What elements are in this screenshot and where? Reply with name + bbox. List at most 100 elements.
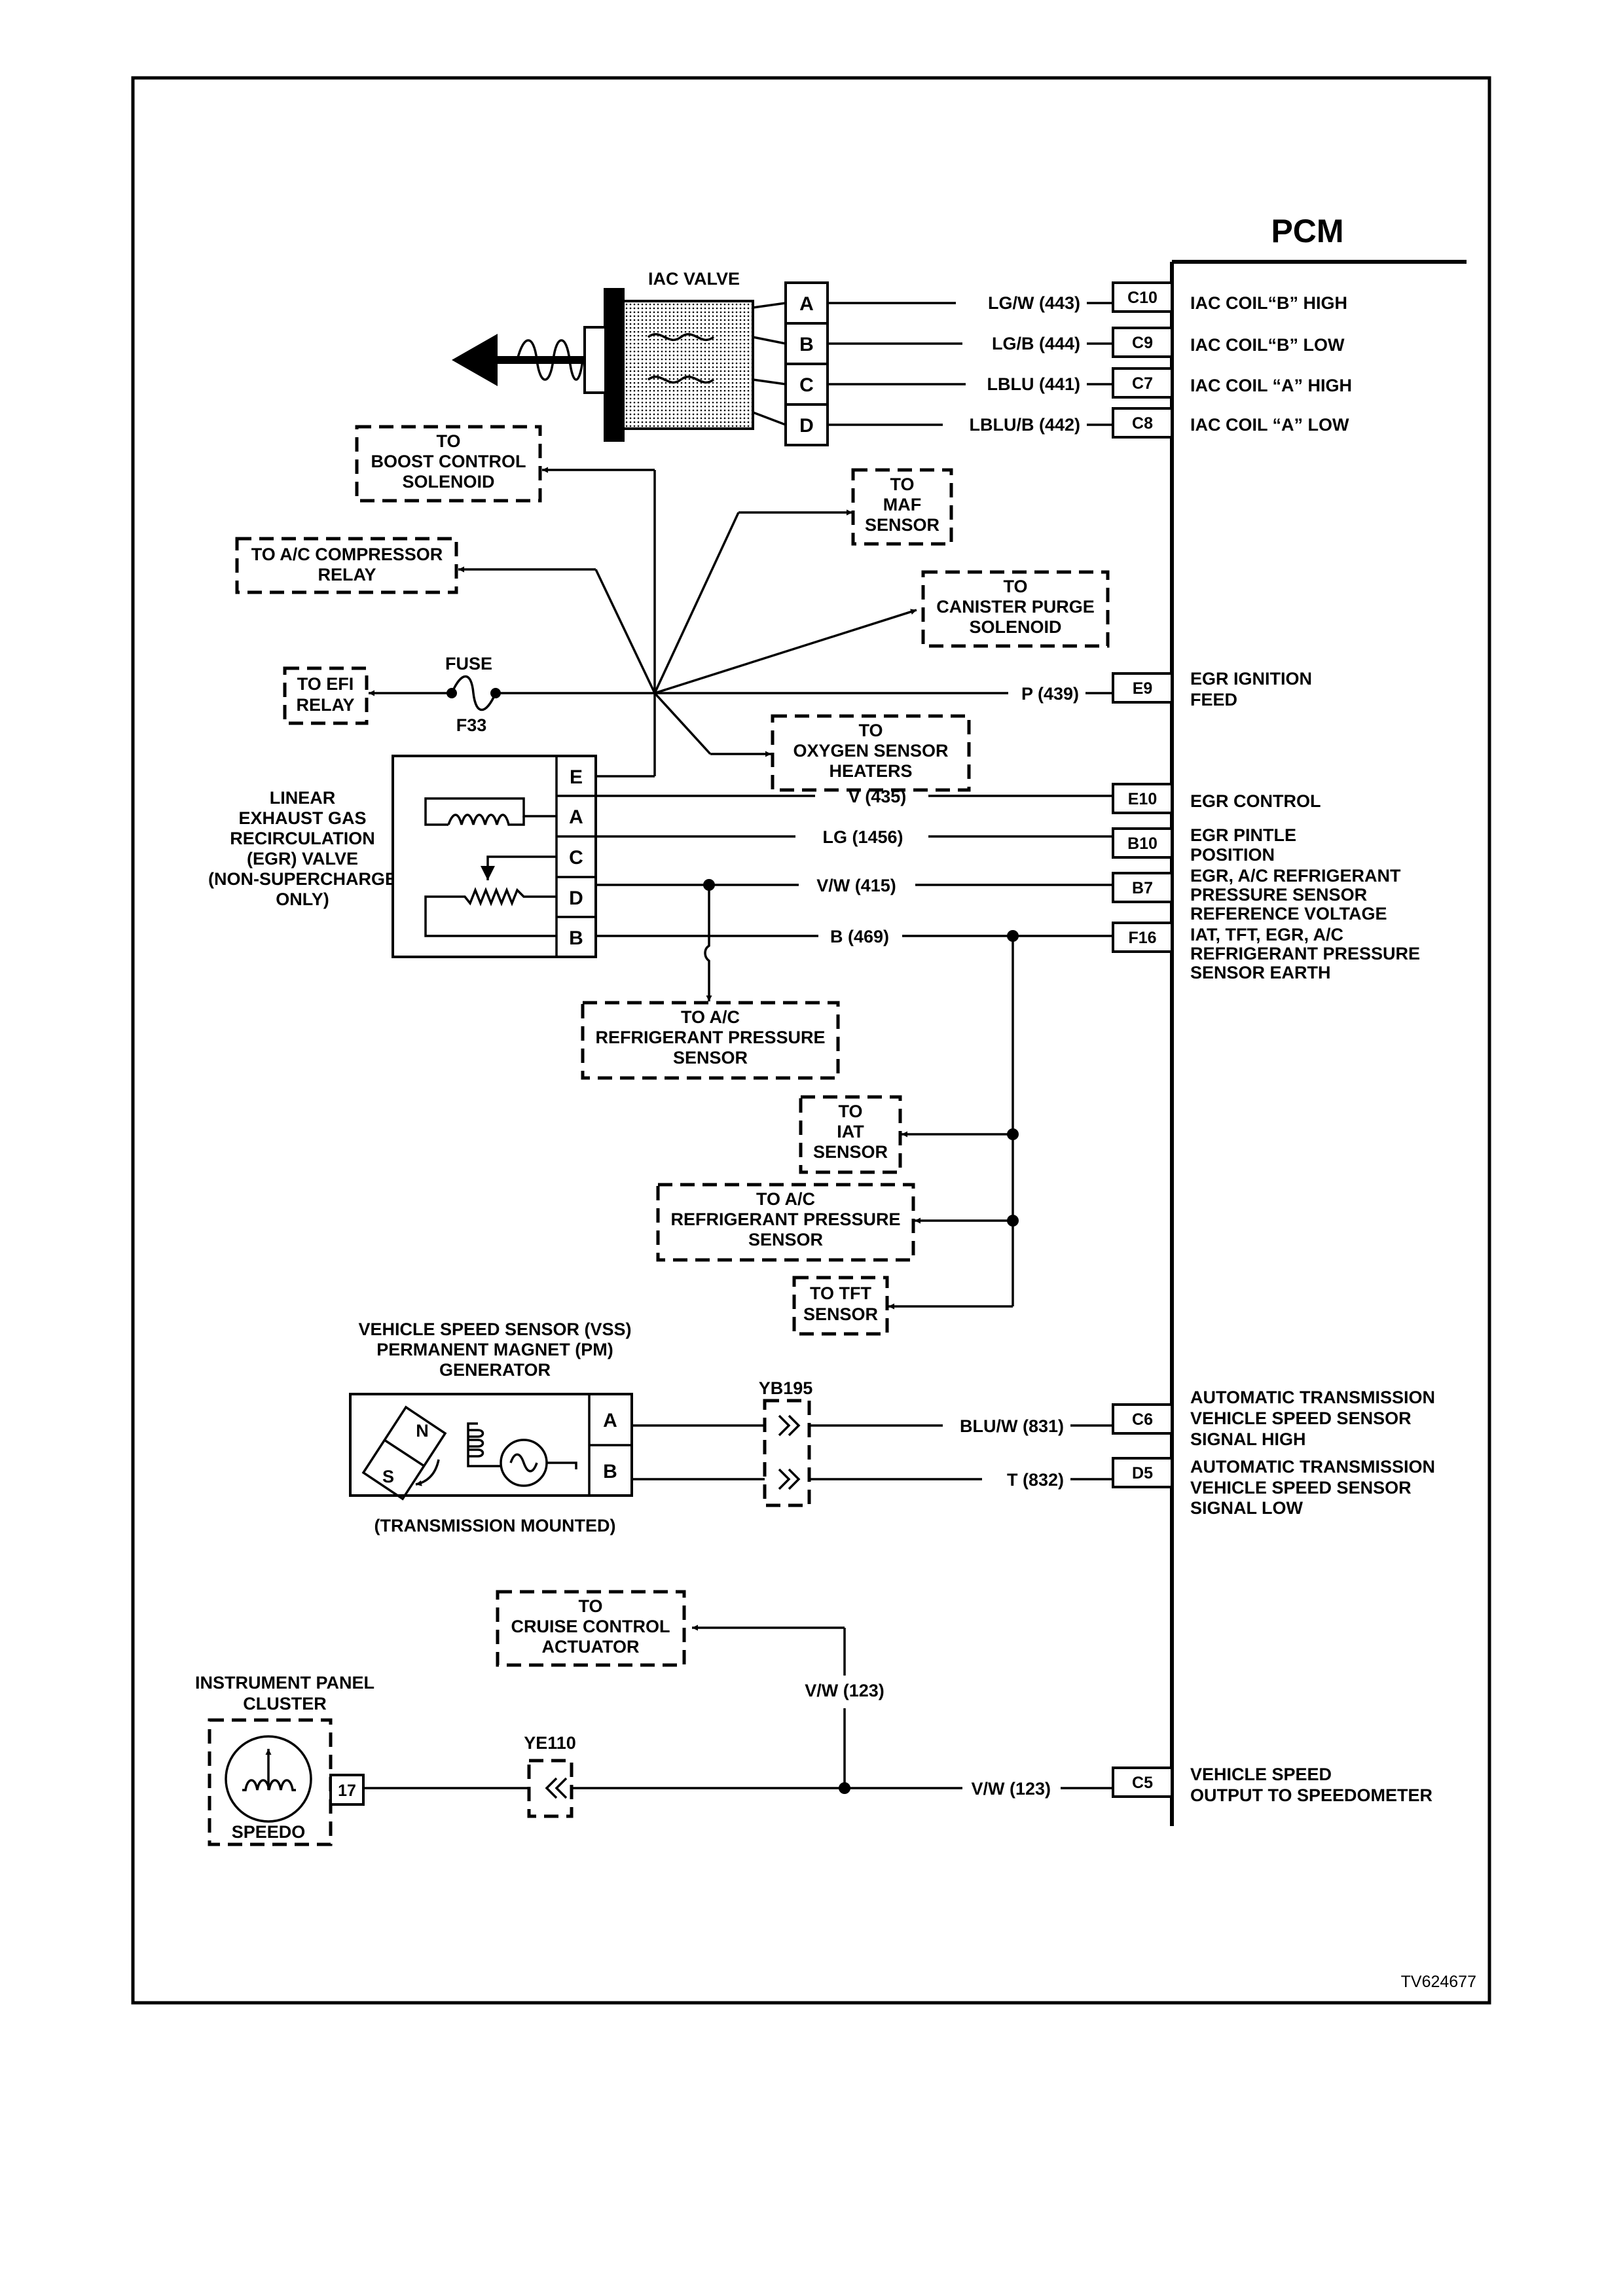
function-c7: IAC COIL “A” HIGH <box>1190 376 1352 395</box>
function-d5-line1: AUTOMATIC TRANSMISSION <box>1190 1457 1435 1477</box>
svg-text:BOOST CONTROL: BOOST CONTROL <box>371 452 526 471</box>
svg-text:LINEAR: LINEAR <box>270 788 336 808</box>
wire-label-c5: V/W (123) <box>971 1779 1051 1799</box>
svg-text:PERMANENT MAGNET (PM): PERMANENT MAGNET (PM) <box>376 1340 613 1359</box>
pcm-pin-d5: D5 <box>1112 1457 1173 1488</box>
svg-text:SOLENOID: SOLENOID <box>402 472 494 492</box>
dest-efi-relay: TO EFI RELAY <box>283 666 369 725</box>
cruise-wires: V/W (123) <box>692 1624 884 1788</box>
dest-boost-control: TO BOOST CONTROL SOLENOID <box>355 425 542 503</box>
svg-text:C7: C7 <box>1132 374 1153 393</box>
pcm-pin-c9: C9 <box>1112 327 1173 358</box>
iac-pin-d: D <box>799 415 814 437</box>
dest-oxygen-sensor-heaters: TO OXYGEN SENSOR HEATERS <box>771 714 971 792</box>
function-f16-line1: IAT, TFT, EGR, A/C <box>1190 925 1343 944</box>
permanent-magnet-icon <box>361 1405 447 1501</box>
wire-label-f16: B (469) <box>830 927 889 946</box>
svg-text:TO A/C COMPRESSOR: TO A/C COMPRESSOR <box>251 545 443 564</box>
function-c6-line1: AUTOMATIC TRANSMISSION <box>1190 1388 1435 1407</box>
svg-text:CLUSTER: CLUSTER <box>243 1694 327 1713</box>
svg-text:RELAY: RELAY <box>296 695 354 715</box>
function-c8: IAC COIL “A” LOW <box>1190 415 1349 435</box>
vss-pin-b: B <box>603 1461 617 1482</box>
figure-id: TV624677 <box>1401 1973 1476 1991</box>
svg-text:C6: C6 <box>1132 1410 1153 1429</box>
svg-text:REFRIGERANT PRESSURE: REFRIGERANT PRESSURE <box>595 1028 825 1047</box>
egr-pin-c: C <box>569 847 583 869</box>
svg-text:SENSOR: SENSOR <box>865 515 939 535</box>
wire-label-d5: T (832) <box>1007 1470 1064 1490</box>
pcm-pin-c8: C8 <box>1112 407 1173 439</box>
svg-text:OXYGEN SENSOR: OXYGEN SENSOR <box>793 741 948 761</box>
vehicle-speed-sensor: VEHICLE SPEED SENSOR (VSS) PERMANENT MAG… <box>349 1319 633 1535</box>
wire-label-c9: LG/B (444) <box>992 334 1080 353</box>
instrument-panel-cluster: INSTRUMENT PANEL CLUSTER SPEEDO 17 <box>195 1673 374 1846</box>
function-e9-line2: FEED <box>1190 690 1237 709</box>
pcm-pin-c10: C10 <box>1112 281 1173 313</box>
vss-mount-label: (TRANSMISSION MOUNTED) <box>374 1516 616 1535</box>
svg-text:TO: TO <box>578 1596 602 1616</box>
dest-ac-refrigerant-pressure-sensor-1: TO A/C REFRIGERANT PRESSURE SENSOR <box>581 1001 840 1080</box>
cruise-wire-label: V/W (123) <box>805 1681 884 1700</box>
svg-text:TO: TO <box>858 721 883 740</box>
egr-solenoid-coil-icon <box>447 814 525 826</box>
svg-text:C5: C5 <box>1132 1774 1153 1792</box>
svg-text:INSTRUMENT PANEL: INSTRUMENT PANEL <box>195 1673 374 1693</box>
svg-text:ACTUATOR: ACTUATOR <box>542 1637 640 1657</box>
egr-pin-d: D <box>569 888 583 909</box>
iac-valve-label: IAC VALVE <box>648 269 740 289</box>
vss-wires: BLU/W (831) T (832) <box>632 1416 1113 1490</box>
function-e9-line1: EGR IGNITION <box>1190 669 1312 689</box>
function-c6-line2: VEHICLE SPEED SENSOR <box>1190 1408 1412 1428</box>
splice-branches: P (439) FUSE F33 <box>369 467 1113 778</box>
iac-pin-c: C <box>799 374 814 396</box>
svg-text:B10: B10 <box>1127 834 1158 853</box>
iac-wires: LG/W (443) LG/B (444) LBLU (441) LBLU/B … <box>828 293 1113 435</box>
svg-text:REFRIGERANT PRESSURE: REFRIGERANT PRESSURE <box>670 1210 900 1229</box>
svg-text:RECIRCULATION: RECIRCULATION <box>230 829 374 848</box>
page-frame <box>131 76 1491 2005</box>
function-f16-line3: SENSOR EARTH <box>1190 963 1331 982</box>
svg-text:TO TFT: TO TFT <box>810 1283 871 1303</box>
svg-text:(NON-SUPERCHARGE: (NON-SUPERCHARGE <box>208 869 397 889</box>
wire-label-e9: P (439) <box>1021 684 1079 704</box>
svg-text:C10: C10 <box>1127 289 1158 307</box>
function-c5-line1: VEHICLE SPEED <box>1190 1765 1332 1784</box>
dest-tft-sensor: TO TFT SENSOR <box>792 1276 889 1336</box>
fuse-f33-icon <box>450 675 497 711</box>
svg-text:SENSOR: SENSOR <box>748 1230 823 1249</box>
function-b7-line1: EGR, A/C REFRIGERANT <box>1190 866 1401 886</box>
svg-text:B7: B7 <box>1132 879 1153 897</box>
svg-text:TO: TO <box>890 475 914 494</box>
egr-pin-a: A <box>569 806 583 828</box>
egr-pin-b: B <box>569 927 583 949</box>
dest-ac-refrigerant-pressure-sensor-2: TO A/C REFRIGERANT PRESSURE SENSOR <box>656 1183 915 1262</box>
connector-yb195: YB195 <box>759 1378 812 1507</box>
egr-wires: V (435) LG (1456) V/W (415) B (469) <box>596 787 1113 1310</box>
svg-text:E10: E10 <box>1128 790 1157 808</box>
iac-valve: IAC VALVE A B C D <box>452 269 829 446</box>
function-f16-line2: REFRIGERANT PRESSURE <box>1190 944 1420 963</box>
speedo-label: SPEEDO <box>232 1822 306 1842</box>
iac-pintle-arrow-icon <box>452 334 498 386</box>
function-e10: EGR CONTROL <box>1190 791 1321 811</box>
pcm-pin-b10: B10 <box>1112 827 1173 859</box>
svg-text:CANISTER PURGE: CANISTER PURGE <box>936 597 1095 617</box>
svg-text:D5: D5 <box>1132 1464 1153 1482</box>
svg-text:HEATERS: HEATERS <box>829 761 912 781</box>
function-c9: IAC COIL“B” LOW <box>1190 335 1345 355</box>
pcm-pin-e9: E9 <box>1112 672 1173 704</box>
wire-label-c8: LBLU/B (442) <box>969 415 1080 435</box>
wire-label-e10: V (435) <box>848 787 907 806</box>
iac-pin-b: B <box>799 334 814 355</box>
svg-text:TO: TO <box>436 431 460 451</box>
speedometer-gauge-icon <box>225 1735 312 1823</box>
pcm-title: PCM <box>1271 213 1343 249</box>
dest-canister-purge-solenoid: TO CANISTER PURGE SOLENOID <box>921 570 1110 648</box>
function-b7-line3: REFERENCE VOLTAGE <box>1190 904 1387 924</box>
fuse-label: FUSE <box>445 654 492 673</box>
dest-maf-sensor: TO MAF SENSOR <box>851 468 953 546</box>
function-c10: IAC COIL“B” HIGH <box>1190 293 1347 313</box>
connector-ye110: YE110 <box>524 1733 576 1818</box>
